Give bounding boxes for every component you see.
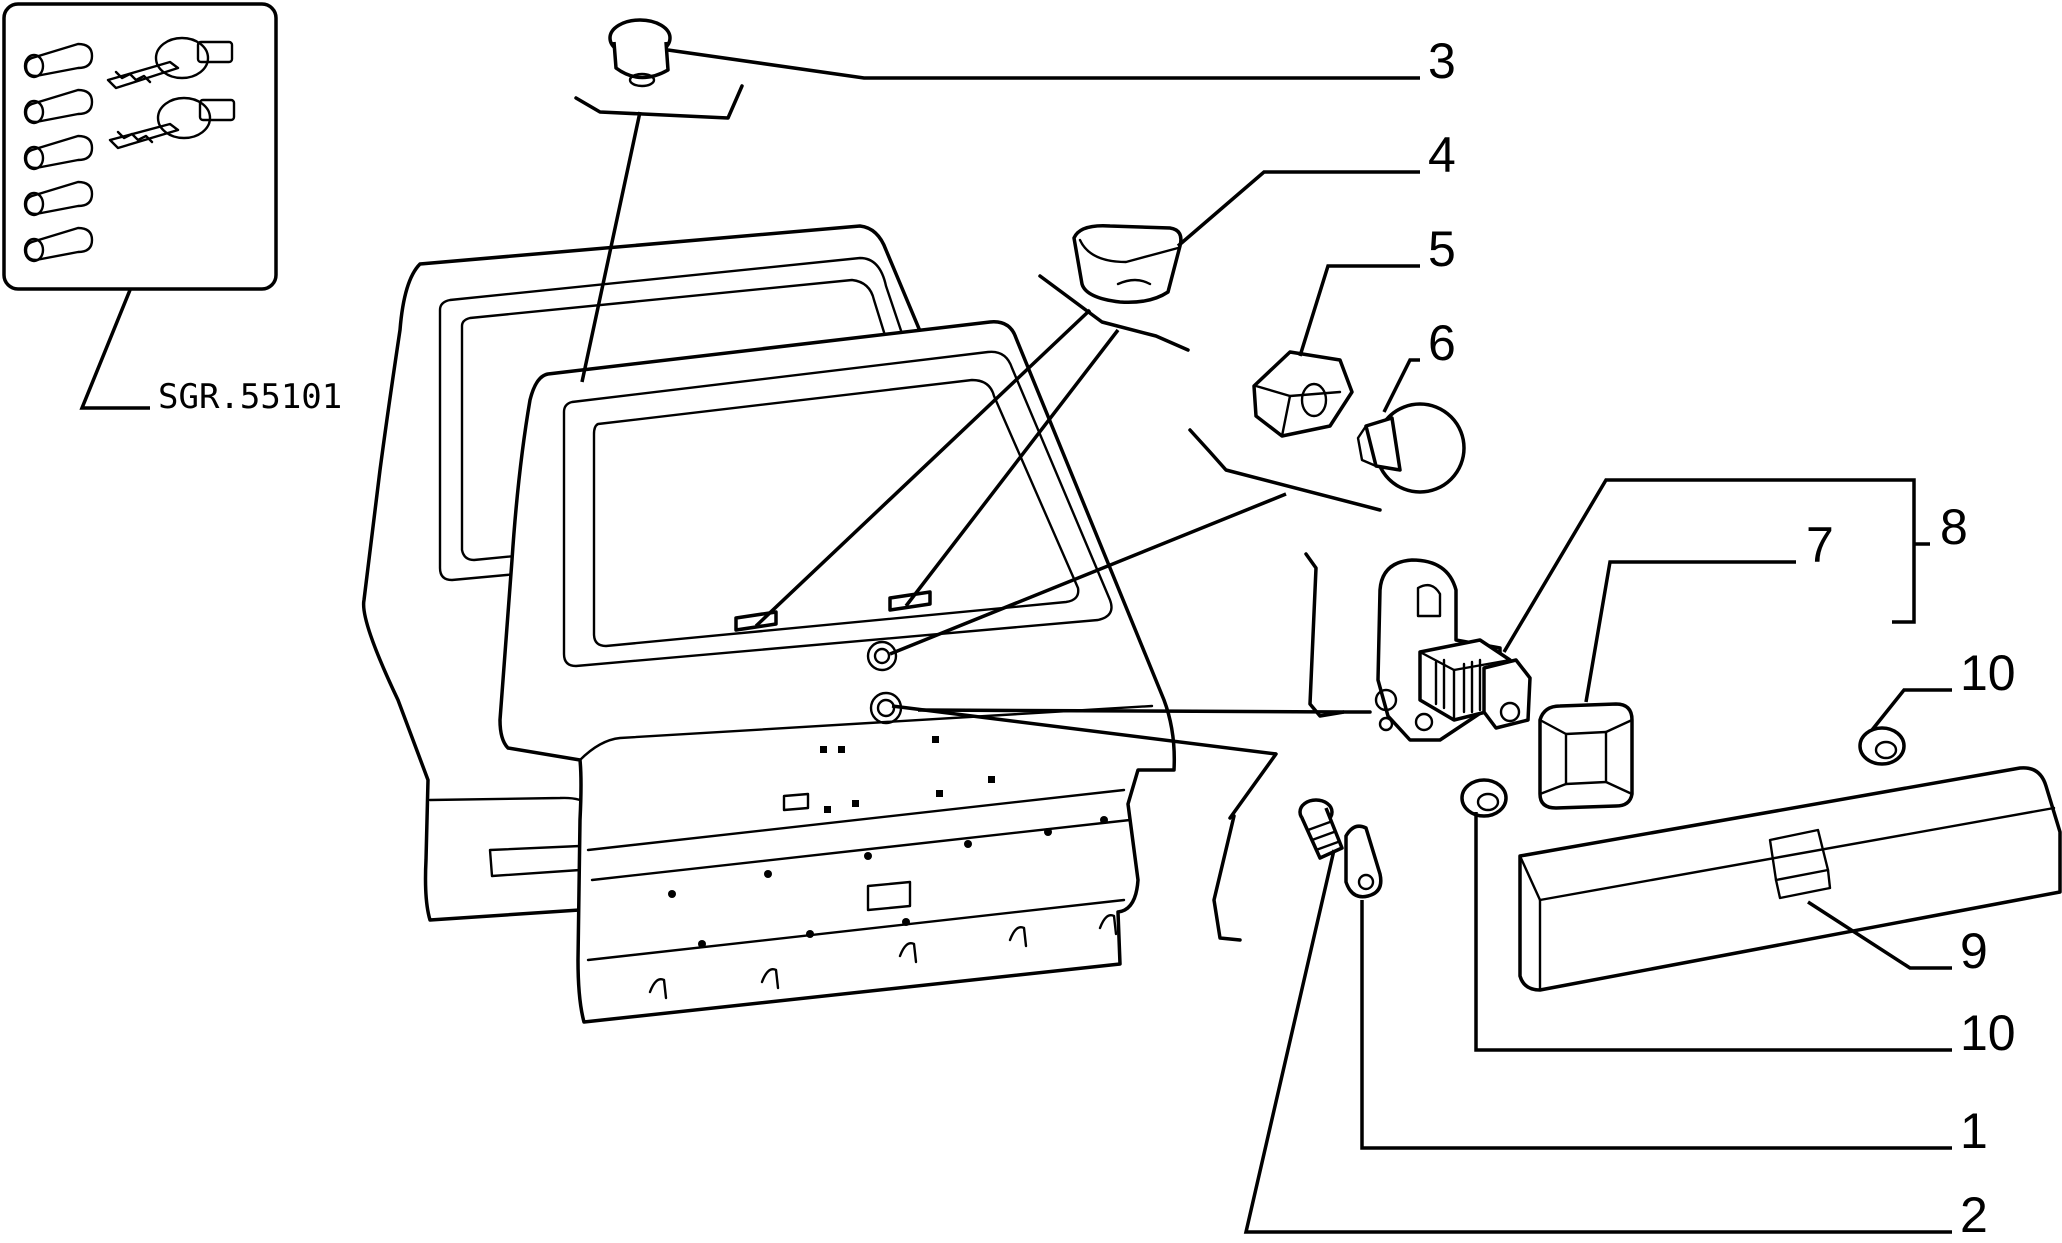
part-9-trim-handle: 9 — [1518, 766, 2062, 992]
lock-kit-inset: SGR.55101 — [2, 2, 342, 417]
part-4-handle-cover: 4 — [754, 127, 1456, 628]
callout-10-bottom: 10 — [1960, 1005, 2016, 1061]
part-10-grommet-right: 10 — [1858, 645, 2016, 766]
callout-7: 7 — [1806, 517, 1834, 573]
part-3-cap: 3 — [574, 18, 1456, 383]
part-6-button: 6 — [889, 315, 1466, 656]
callout-1: 1 — [1960, 1103, 1988, 1159]
callout-2: 2 — [1960, 1187, 1988, 1243]
part-7-gasket: 7 — [1538, 517, 1834, 810]
callout-8: 8 — [1940, 499, 1968, 555]
key-icons — [106, 36, 236, 150]
callout-3: 3 — [1428, 33, 1456, 89]
lock-cylinder-icons — [23, 42, 94, 263]
part-1-clip: 1 — [1344, 824, 1988, 1159]
part-2-bolt: 2 — [891, 704, 1988, 1243]
part-5-nut: 5 — [1252, 221, 1456, 438]
callout-10-top: 10 — [1960, 645, 2016, 701]
part-8-lock-assembly: 8 — [917, 478, 1968, 742]
ref-code-label: SGR.55101 — [158, 377, 342, 417]
tailgate-front-panel — [498, 320, 1177, 1024]
callout-6: 6 — [1428, 315, 1456, 371]
callout-5: 5 — [1428, 221, 1456, 277]
callout-4: 4 — [1428, 127, 1456, 183]
part-10-grommet-lower: 10 — [1460, 778, 2016, 1061]
callout-9: 9 — [1960, 923, 1988, 979]
